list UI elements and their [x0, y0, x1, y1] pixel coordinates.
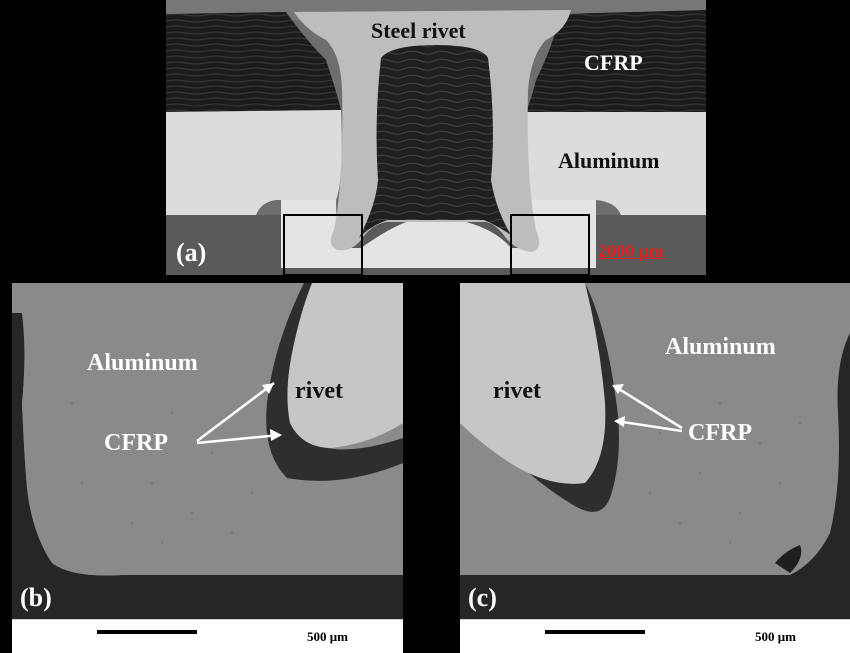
cfrp-label-c: CFRP [688, 420, 752, 446]
scale-label-a: 2000 μm [598, 241, 664, 261]
steel-rivet-label: Steel rivet [371, 18, 466, 43]
scale-label-c: 500 μm [755, 629, 796, 644]
aluminum-label-a: Aluminum [558, 148, 660, 173]
aluminum-label-b: Aluminum [87, 350, 198, 376]
panel-b-image [12, 283, 403, 653]
scale-bar-c [545, 630, 645, 634]
scalebar-strip-c: 500 μm [460, 619, 850, 653]
arrow-icon [612, 384, 624, 394]
aluminum-label-c: Aluminum [665, 334, 776, 360]
rivet-label-b: rivet [295, 378, 343, 404]
arrow-icon [270, 429, 282, 441]
arrow-icon [262, 383, 274, 394]
panel-letter-c: (c) [468, 583, 497, 612]
panel-c-image [460, 283, 850, 653]
panel-c-micrograph: Aluminum rivet CFRP (c) 500 μm [460, 283, 850, 653]
scale-bar-b [97, 630, 197, 634]
panel-letter-b: (b) [20, 583, 52, 612]
scalebar-strip-b: 500 μm [12, 619, 403, 653]
panel-b-micrograph: Aluminum rivet CFRP (b) 500 μm [12, 283, 403, 653]
scale-label-b: 500 μm [307, 629, 348, 644]
panel-letter-a: (a) [176, 238, 207, 267]
cfrp-label-a: CFRP [584, 50, 643, 75]
panel-a-micrograph: Steel rivet CFRP Aluminum (a) 2000 μm [166, 0, 706, 275]
rivet-label-c: rivet [493, 378, 541, 404]
panel-a-image [166, 0, 706, 275]
cfrp-label-b: CFRP [104, 430, 168, 456]
arrow-icon [614, 416, 625, 427]
